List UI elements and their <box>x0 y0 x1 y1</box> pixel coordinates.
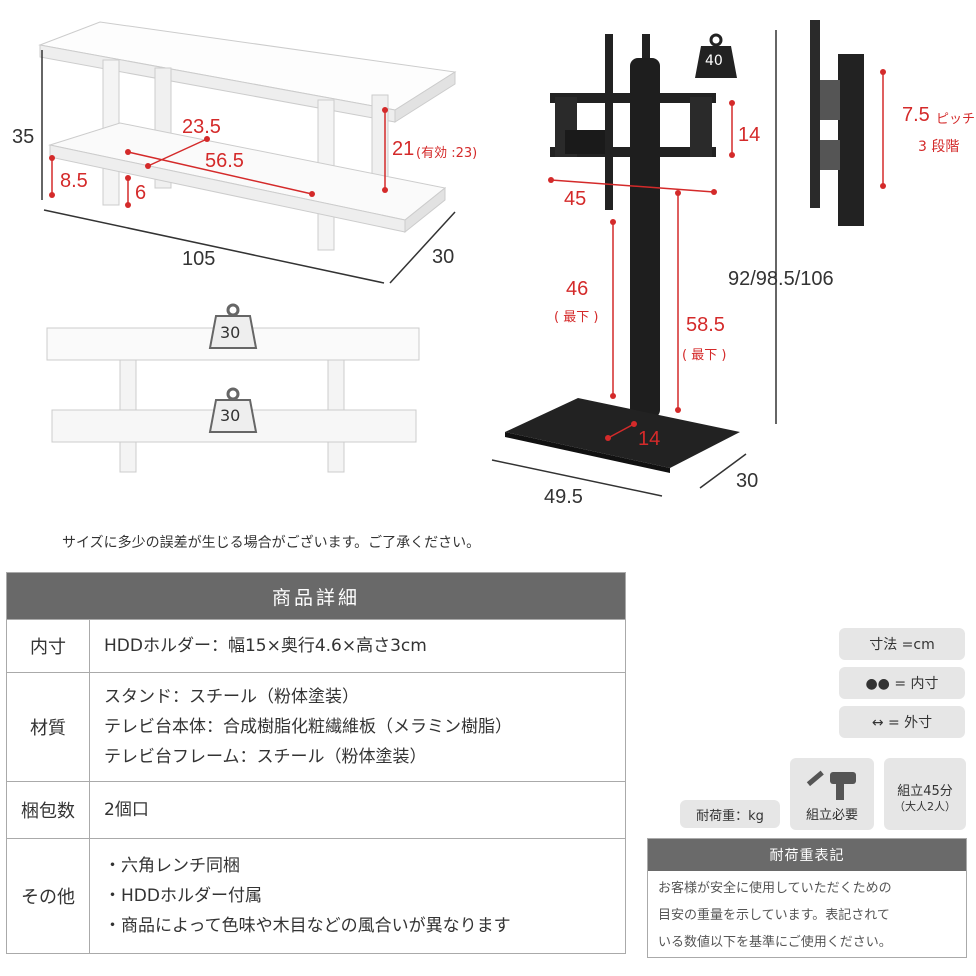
tv-stand-illustration <box>505 34 740 473</box>
details-row-other: その他 ・六角レンチ同梱 ・HDDホルダー付属 ・商品によって色味や木目などの風… <box>7 838 625 953</box>
details-row-inner-size: 内寸 HDDホルダー：幅15×奥行4.6×高さ3cm <box>7 619 625 672</box>
assembly-label: 組立必要 <box>805 808 858 823</box>
rack-inner-height-label: 21 <box>392 138 415 160</box>
assembly-required-badge: 組立必要 <box>790 758 874 830</box>
weight-icon-stand <box>695 33 737 78</box>
bracket-height-label: 14 <box>738 124 761 146</box>
base-width-label: 49.5 <box>544 486 583 508</box>
upper-hole-height-label: 58.5 <box>686 314 725 336</box>
upper-hole-note: ( 最下 ) <box>682 348 727 363</box>
rack-inner-height-note: (有効 :23) <box>416 146 478 161</box>
inner-dimension-legend: ●● = 内寸 <box>839 667 965 699</box>
drill-icon <box>806 770 856 800</box>
lower-hole-height-label: 46 <box>566 278 589 300</box>
pitch-text: ピッチ <box>936 112 976 127</box>
weight-icon-top <box>208 303 258 349</box>
base-offset-label: 14 <box>638 428 661 450</box>
details-row-label: 梱包数 <box>7 782 90 838</box>
details-line: テレビ台本体：合成樹脂化粧繊維板（メラミン樹脂） <box>104 717 512 737</box>
rack-inner-width-label: 56.5 <box>205 150 244 172</box>
details-line: テレビ台フレーム：スチール（粉体塗装） <box>104 747 427 767</box>
rack-depth-label: 30 <box>432 246 455 268</box>
bracket-side-illustration <box>810 20 864 226</box>
rack-bottom-gap-label: 8.5 <box>60 170 88 192</box>
pitch-label: 7.5 <box>902 104 930 126</box>
outer-dimension-legend: ↔ = 外寸 <box>839 706 965 738</box>
rack-width-label: 105 <box>182 248 216 270</box>
details-row-label: 材質 <box>7 673 90 781</box>
load-label: 耐荷重：kg <box>680 800 780 828</box>
rack-height-label: 35 <box>12 126 35 148</box>
weight-icon-bottom <box>208 387 258 433</box>
details-title: 商品詳細 <box>7 573 625 619</box>
details-line: ・HDDホルダー付属 <box>104 886 262 906</box>
details-row-label: 内寸 <box>7 620 90 672</box>
rack-foot-label: 6 <box>135 182 147 204</box>
notice-line: いる数値以下を基準にご使用ください。 <box>658 935 892 950</box>
assembly-time: 組立45分 <box>897 784 953 799</box>
notice-line: 目安の重量を示しています。表記されて <box>658 908 890 923</box>
product-diagram <box>38 20 886 497</box>
base-depth-label: 30 <box>736 470 759 492</box>
load-notice: 耐荷重表記 お客様が安全に使用していただくための 目安の重量を示しています。表記… <box>647 838 967 958</box>
unit-legend: 寸法 =cm <box>839 628 965 660</box>
rack-shelf-depth-label: 23.5 <box>182 116 221 138</box>
details-line: HDDホルダー：幅15×奥行4.6×高さ3cm <box>104 636 427 656</box>
lower-hole-note: ( 最下 ) <box>554 310 599 325</box>
stand-load: 40 <box>705 53 723 69</box>
details-line: ・六角レンチ同梱 <box>104 856 240 876</box>
details-row-label: その他 <box>7 839 90 953</box>
size-note: サイズに多少の誤差が生じる場合がございます。ご了承ください。 <box>62 535 481 551</box>
details-line: 2個口 <box>104 800 149 820</box>
tv-rack-illustration <box>38 21 457 251</box>
stand-total-height-label: 92/98.5/106 <box>728 268 834 290</box>
details-row-material: 材質 スタンド：スチール（粉体塗装） テレビ台本体：合成樹脂化粧繊維板（メラミン… <box>7 672 625 781</box>
notice-title: 耐荷重表記 <box>648 839 966 871</box>
bracket-width-label: 45 <box>564 188 587 210</box>
product-details-table: 商品詳細 内寸 HDDホルダー：幅15×奥行4.6×高さ3cm 材質 スタンド：… <box>6 572 626 954</box>
details-line: スタンド：スチール（粉体塗装） <box>104 687 359 707</box>
details-row-packages: 梱包数 2個口 <box>7 781 625 838</box>
assembly-time-badge: 組立45分 （大人2人） <box>884 758 966 830</box>
notice-line: お客様が安全に使用していただくための <box>658 881 892 896</box>
steps-text: 3 段階 <box>918 139 960 155</box>
assembly-people: （大人2人） <box>894 800 956 813</box>
shelf-load-bottom: 30 <box>220 406 241 425</box>
shelf-load-top: 30 <box>220 323 241 342</box>
details-line: ・商品によって色味や木目などの風合いが異なります <box>104 916 511 936</box>
